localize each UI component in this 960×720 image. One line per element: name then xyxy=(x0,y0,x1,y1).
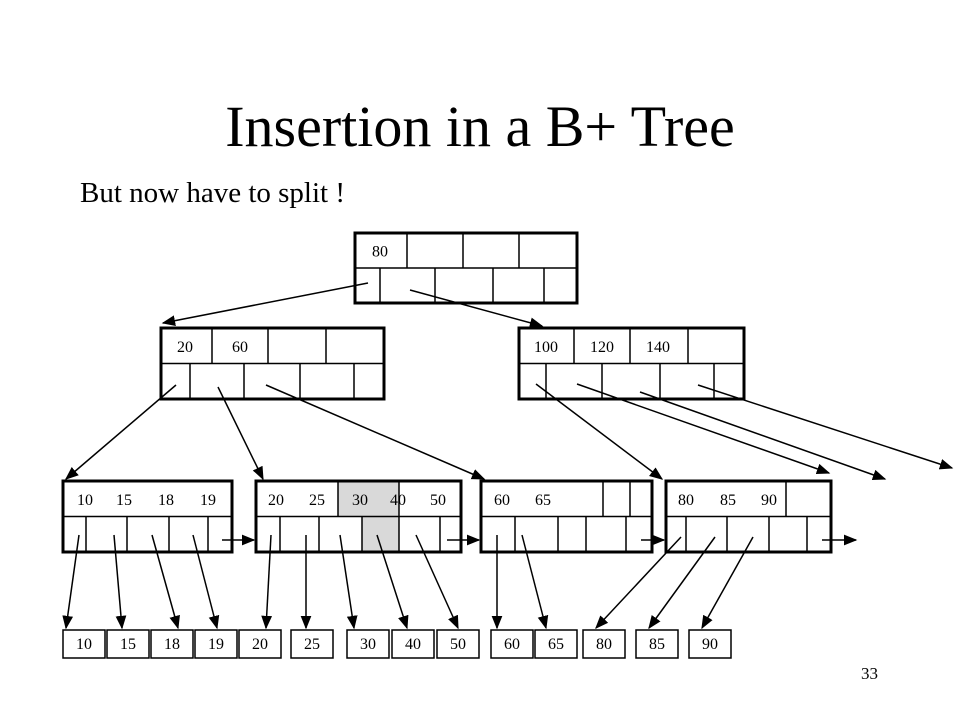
root-node-key: 80 xyxy=(372,244,388,261)
record-label: 25 xyxy=(304,636,320,653)
record-label: 15 xyxy=(120,636,136,653)
pointer-arrow xyxy=(535,383,664,480)
leaf-node-2-highlight-cell xyxy=(338,481,399,517)
leaf-node-1-key: 18 xyxy=(158,492,174,509)
leaf-node-1-key: 19 xyxy=(200,492,216,509)
pointer-arrow xyxy=(265,384,486,480)
pointer-arrow xyxy=(521,534,549,630)
pointer-arrow xyxy=(217,386,264,481)
record-label: 85 xyxy=(649,636,665,653)
pointer-arrow xyxy=(701,536,754,630)
record-label: 18 xyxy=(164,636,180,653)
leaf-node-4-key: 80 xyxy=(678,492,694,509)
leaf-node-1-key: 15 xyxy=(116,492,132,509)
record-box xyxy=(106,629,150,659)
record-box xyxy=(534,629,578,659)
pointer-arrow xyxy=(697,384,954,470)
record-box xyxy=(194,629,238,659)
record-box xyxy=(436,629,480,659)
pointer-arrow xyxy=(595,536,682,629)
pointer-arrow xyxy=(415,534,459,630)
pointer-arrow xyxy=(648,536,716,630)
leaf-node-3-key: 60 xyxy=(494,492,510,509)
internal-node-right-key: 140 xyxy=(646,339,670,356)
record-box xyxy=(490,629,534,659)
leaf-node-2-key: 20 xyxy=(268,492,284,509)
record-box xyxy=(346,629,390,659)
record-label: 50 xyxy=(450,636,466,653)
leaf-node-2-key: 50 xyxy=(430,492,446,509)
leaf-node-3-key: 65 xyxy=(535,492,551,509)
pointer-arrow xyxy=(151,534,180,630)
record-label: 90 xyxy=(702,636,718,653)
pointer-arrow xyxy=(409,289,544,329)
record-box xyxy=(391,629,435,659)
record-label: 10 xyxy=(76,636,92,653)
pointer-arrow xyxy=(376,534,409,630)
slide-number: 33 xyxy=(861,664,878,683)
record-label: 65 xyxy=(548,636,564,653)
internal-node-left-key: 20 xyxy=(177,339,193,356)
leaf-node-4-key: 85 xyxy=(720,492,736,509)
internal-node-right-key: 100 xyxy=(534,339,558,356)
pointer-arrow xyxy=(192,534,220,630)
record-label: 60 xyxy=(504,636,520,653)
record-box xyxy=(688,629,732,659)
record-label: 30 xyxy=(360,636,376,653)
record-box xyxy=(238,629,282,659)
record-box xyxy=(150,629,194,659)
leaf-node-2-key: 40 xyxy=(390,492,406,509)
pointer-arrow xyxy=(113,534,127,630)
leaf-node-1-key: 10 xyxy=(77,492,93,509)
record-box xyxy=(290,629,334,659)
pointer-arrow xyxy=(261,534,273,630)
record-label: 80 xyxy=(596,636,612,653)
pointer-arrow xyxy=(576,383,831,475)
record-label: 40 xyxy=(405,636,421,653)
leaf-node-2-key: 30 xyxy=(352,492,368,509)
record-label: 20 xyxy=(252,636,268,653)
leaf-node-4-key: 90 xyxy=(761,492,777,509)
pointer-arrow xyxy=(339,534,358,630)
slide-title: Insertion in a B+ Tree xyxy=(225,94,735,159)
slide-subtitle: But now have to split ! xyxy=(80,177,346,209)
leaf-node-2-key: 25 xyxy=(309,492,325,509)
record-label: 19 xyxy=(208,636,224,653)
pointer-arrow xyxy=(161,282,369,326)
record-box xyxy=(635,629,679,659)
record-box xyxy=(62,629,106,659)
internal-node-right-key: 120 xyxy=(590,339,614,356)
record-box xyxy=(582,629,626,659)
pointer-arrow xyxy=(639,391,887,481)
pointer-arrow xyxy=(64,384,177,480)
pointer-arrow xyxy=(62,534,80,630)
internal-node-left-key: 60 xyxy=(232,339,248,356)
